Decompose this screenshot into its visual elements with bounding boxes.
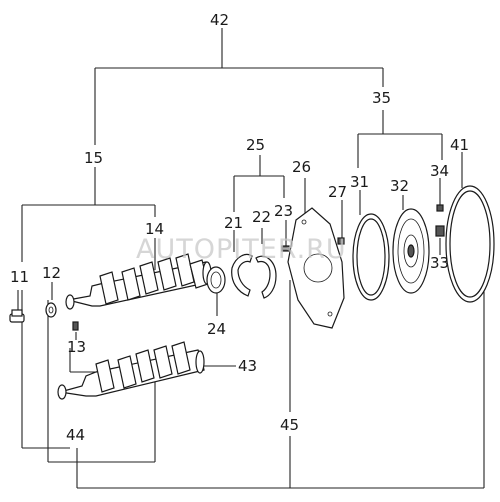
callout-42: 42 xyxy=(210,11,229,29)
pin-part-13 xyxy=(72,321,79,331)
callout-14: 14 xyxy=(145,220,164,238)
callout-15: 15 xyxy=(84,149,103,167)
callout-45: 45 xyxy=(280,416,299,434)
callout-33: 33 xyxy=(430,254,449,272)
callout-12: 12 xyxy=(42,264,61,282)
callout-35: 35 xyxy=(372,89,391,107)
watermark-text: AUTOPITER.RU xyxy=(136,234,347,265)
callout-31: 31 xyxy=(350,173,369,191)
bolt-part-11 xyxy=(9,309,25,323)
ring-part-31 xyxy=(352,213,390,301)
oil-seal-part-24 xyxy=(206,266,226,294)
washer-part-12 xyxy=(45,302,57,318)
pin-part-27 xyxy=(337,237,345,245)
flywheel-part-32 xyxy=(392,208,430,294)
callout-labels: 42 35 15 25 41 26 31 32 34 27 23 22 21 1… xyxy=(10,11,469,444)
callout-32: 32 xyxy=(390,177,409,195)
callout-21: 21 xyxy=(224,214,243,232)
rear-plate-part-26 xyxy=(287,207,345,329)
leader-lines xyxy=(17,28,485,489)
callout-11: 11 xyxy=(10,268,29,286)
thrust-ring-part-21 xyxy=(231,253,253,297)
callout-27: 27 xyxy=(328,183,347,201)
callout-26: 26 xyxy=(292,158,311,176)
dowel-part-34 xyxy=(436,204,444,212)
ring-gear-part-41 xyxy=(445,185,495,303)
callout-24: 24 xyxy=(207,320,226,338)
bolt-part-33 xyxy=(435,225,445,237)
callout-34: 34 xyxy=(430,162,449,180)
crankshaft-part-43 xyxy=(57,341,205,400)
callout-13: 13 xyxy=(67,338,86,356)
thrust-ring-part-22 xyxy=(255,255,277,299)
callout-22: 22 xyxy=(252,208,271,226)
callout-25: 25 xyxy=(246,136,265,154)
callout-44: 44 xyxy=(66,426,85,444)
callout-41: 41 xyxy=(450,136,469,154)
callout-43: 43 xyxy=(238,357,257,375)
callout-23: 23 xyxy=(274,202,293,220)
bolt-part-23 xyxy=(281,245,290,252)
crankshaft-part-14 xyxy=(65,253,212,310)
